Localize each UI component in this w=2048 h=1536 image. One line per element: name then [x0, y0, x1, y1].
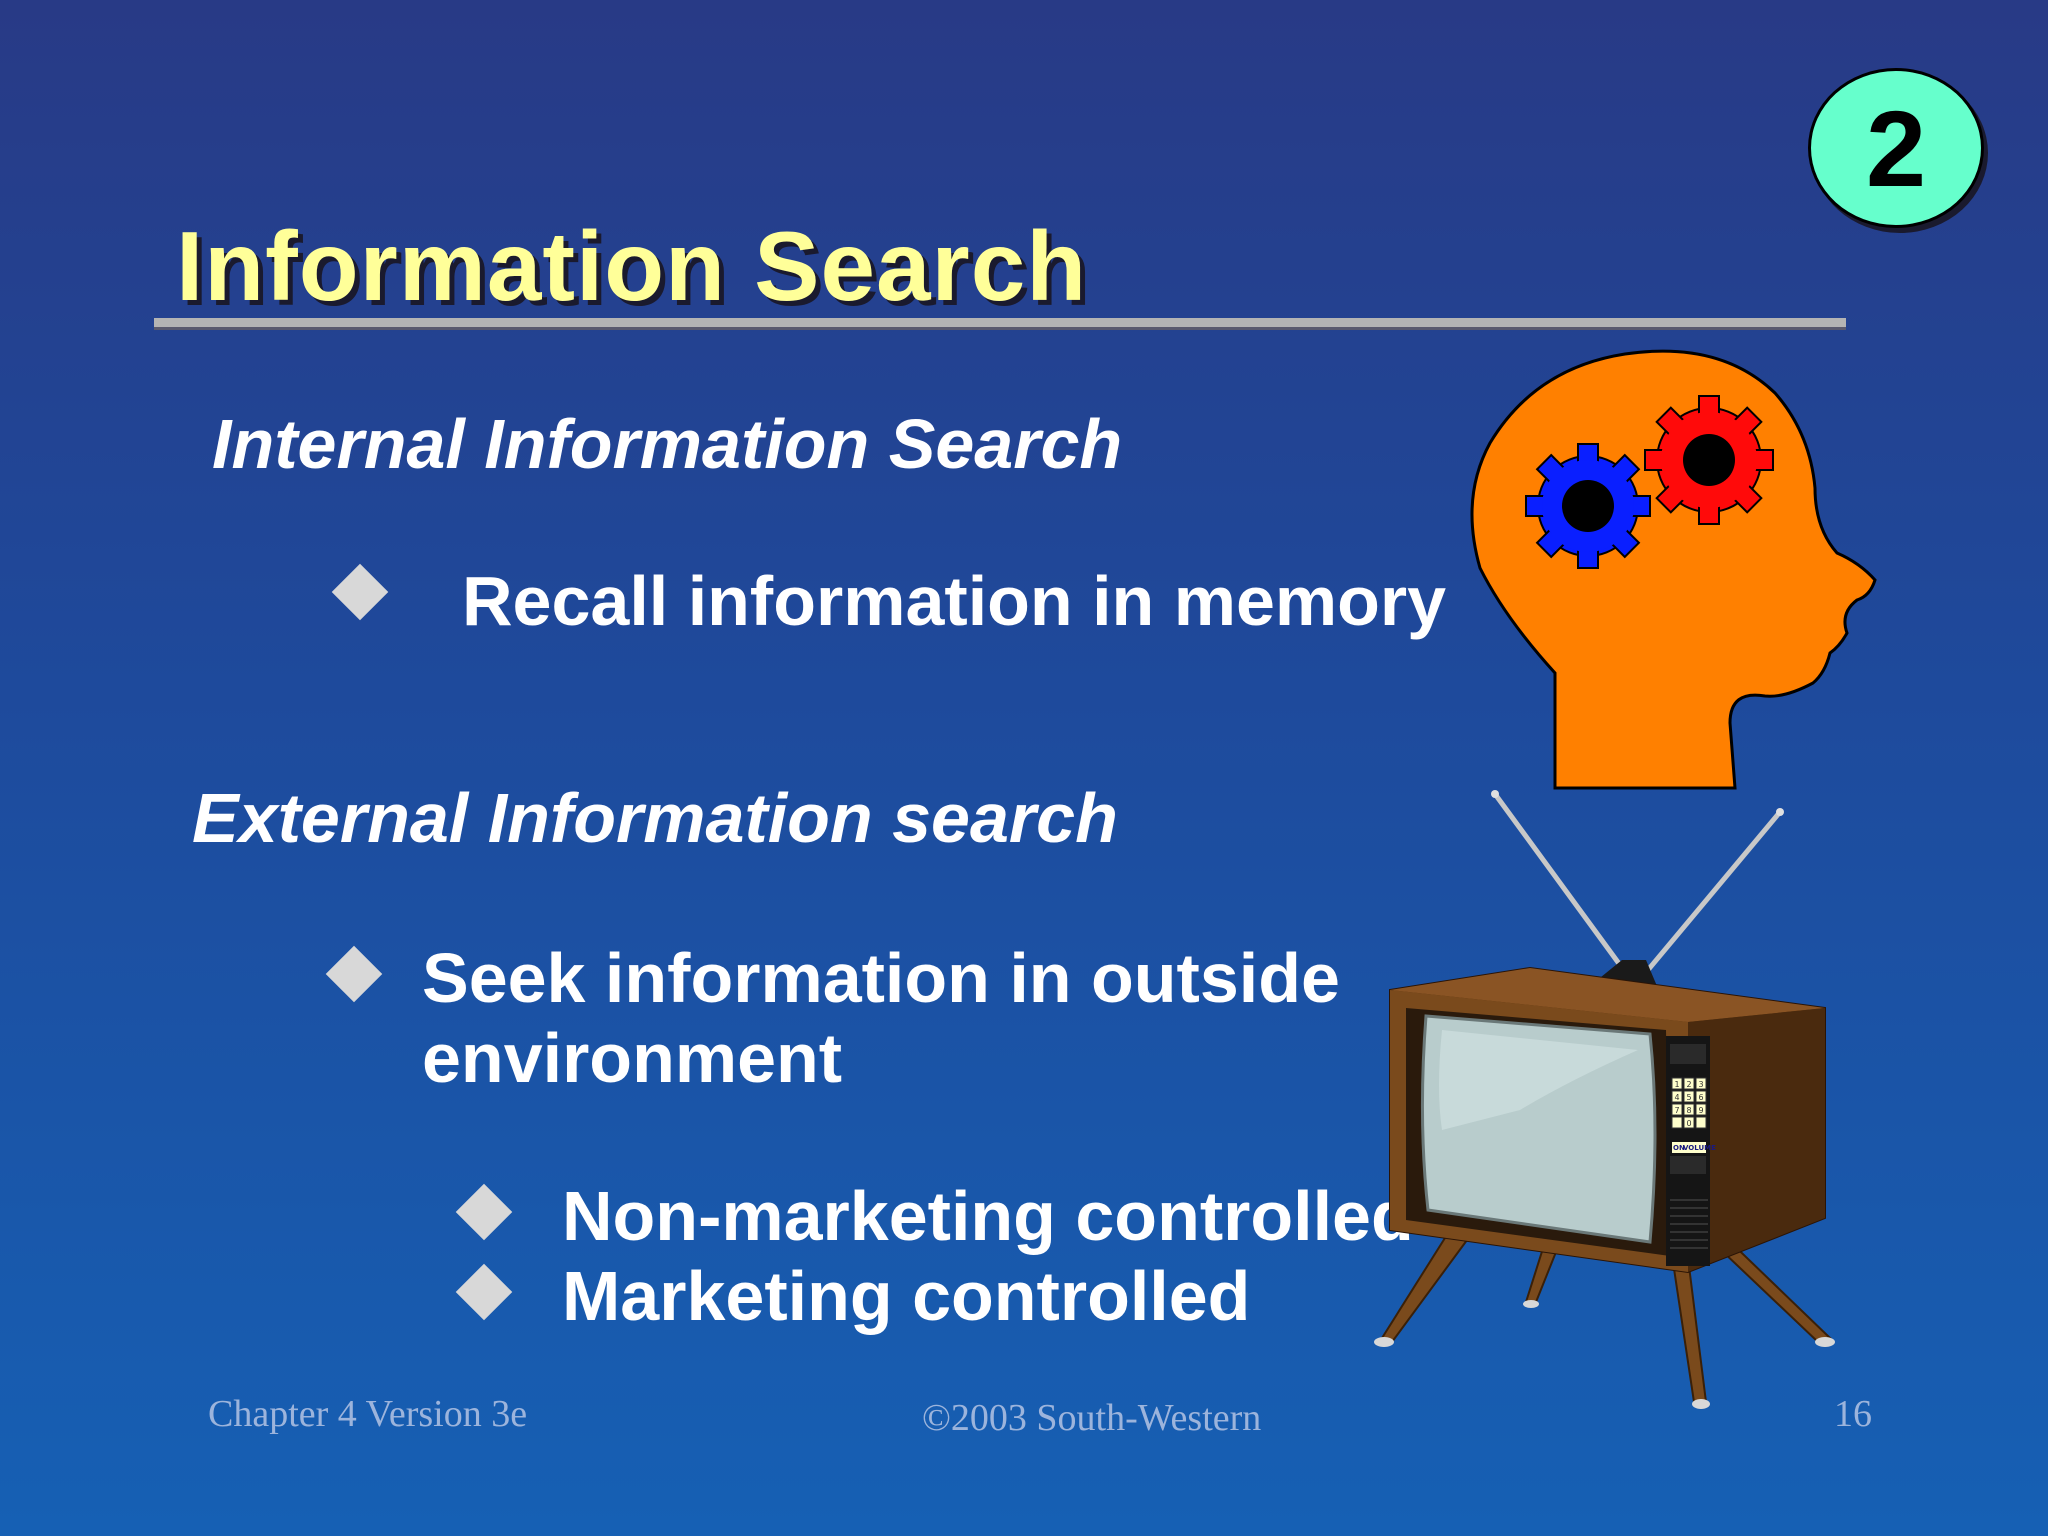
diamond-bullet-icon: [331, 563, 389, 621]
red-gear-icon: [1644, 395, 1774, 525]
sub-bullet-non-marketing: Non-marketing controlled: [562, 1177, 1414, 1255]
keypad-key: 6: [1698, 1093, 1703, 1102]
diamond-bullet-icon: [455, 1183, 513, 1241]
sub-bullet-marketing: Marketing controlled: [562, 1257, 1251, 1335]
diamond-bullet-icon: [455, 1263, 513, 1321]
footer-copyright: ©2003 South-Western: [922, 1397, 1262, 1439]
tv-on-label: ON: [1673, 1144, 1685, 1152]
keypad-key: 1: [1674, 1080, 1679, 1089]
external-search-bullet-line2: environment: [422, 1019, 843, 1097]
head-with-gears-icon: [1470, 349, 1877, 790]
external-search-heading: External Information search: [192, 779, 1118, 857]
keypad-key: 7: [1674, 1106, 1679, 1115]
television-icon: 1 2 3 4 5 6 7 8 9 0 ON VOLUME: [1374, 790, 1835, 1409]
footer-page-number: 16: [1834, 1393, 1872, 1435]
footer-chapter: Chapter 4 Version 3e: [208, 1393, 528, 1435]
internal-search-bullet: Recall information in memory: [462, 562, 1447, 640]
keypad-key: 4: [1674, 1093, 1679, 1102]
tv-volume-label: VOLUME: [1683, 1144, 1716, 1152]
keypad-key: 0: [1686, 1119, 1691, 1128]
keypad-key: 8: [1686, 1106, 1691, 1115]
slide-number-badge: 2: [1808, 68, 1984, 228]
external-search-bullet-line1: Seek information in outside: [422, 939, 1340, 1017]
keypad-key: 2: [1686, 1080, 1691, 1089]
title-divider: [154, 318, 1846, 327]
keypad-key: 5: [1686, 1093, 1691, 1102]
keypad-key: 9: [1698, 1106, 1703, 1115]
keypad-key: 3: [1698, 1080, 1703, 1089]
internal-search-heading: Internal Information Search: [212, 405, 1123, 483]
slide-title: Information Search: [176, 211, 1088, 321]
blue-gear-icon: [1525, 443, 1651, 569]
diamond-bullet-icon: [325, 945, 383, 1003]
